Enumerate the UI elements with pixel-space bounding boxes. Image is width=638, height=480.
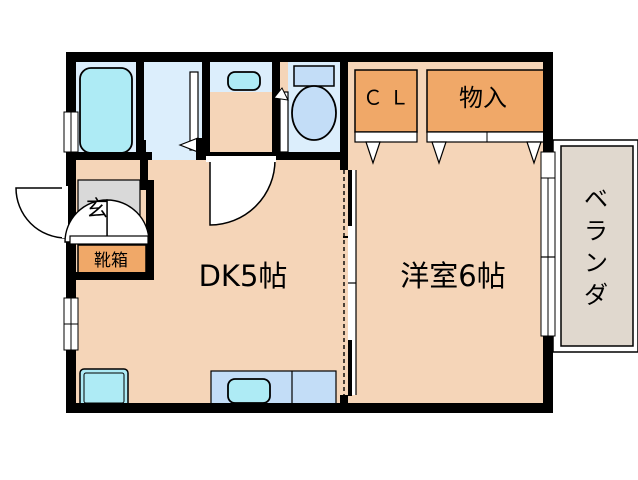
bath-door-jamb bbox=[136, 140, 146, 160]
veranda-label-char-2: ン bbox=[584, 249, 608, 277]
bathtub-icon bbox=[79, 67, 133, 154]
toilet-door bbox=[273, 87, 289, 153]
wall-center-top bbox=[340, 152, 348, 170]
closet-cl-track bbox=[354, 131, 418, 143]
wall-bottom bbox=[66, 403, 553, 413]
wall-toilet-right bbox=[340, 62, 348, 160]
washroom-door-opening bbox=[206, 156, 276, 162]
closet-label-monoire: 物入 bbox=[459, 84, 507, 112]
sliding-door-panel-a bbox=[348, 170, 352, 226]
genkan-threshold bbox=[69, 235, 149, 245]
wall-shoebox-right bbox=[146, 242, 154, 280]
closet-monoire-swing-arrow-left bbox=[431, 141, 447, 165]
veranda-label-char-3: ダ bbox=[584, 281, 608, 309]
genkan-door-left-swing bbox=[64, 199, 108, 243]
windows bbox=[63, 111, 556, 351]
bath-door-jamb-right bbox=[196, 138, 206, 160]
shoe-cabinet-label: 靴箱 bbox=[94, 251, 128, 271]
washer-pan-inner bbox=[83, 372, 125, 404]
veranda-floor bbox=[560, 145, 634, 347]
washroom-door bbox=[206, 156, 276, 226]
genkan-door-right-swing bbox=[106, 199, 150, 243]
wall-top bbox=[66, 52, 553, 62]
wall-center-mark bbox=[343, 236, 348, 238]
veranda-label-char-0: ベ bbox=[584, 185, 608, 213]
entrance-door-swing bbox=[15, 187, 67, 239]
washbasin-icon bbox=[227, 71, 261, 91]
toilet-door-arrow bbox=[273, 87, 289, 101]
genkan-inner-doors bbox=[64, 199, 150, 245]
room-label-dk: DK5帖 bbox=[199, 259, 288, 293]
sliding-door-panel-b bbox=[348, 340, 352, 396]
wall-genkan-left-upper bbox=[66, 160, 74, 188]
veranda-area bbox=[552, 139, 638, 353]
wall-genkan-right bbox=[146, 180, 154, 242]
entrance-door-opening bbox=[62, 186, 68, 238]
wall-bath-divider bbox=[136, 62, 144, 160]
genkan-label: 玄 bbox=[86, 197, 108, 222]
toilet-tank-icon bbox=[293, 65, 335, 87]
wall-under-bath bbox=[66, 152, 152, 160]
entrance-door bbox=[15, 186, 68, 239]
room-label-washitsu: 洋室6帖 bbox=[400, 259, 505, 293]
wall-center-bottom bbox=[340, 395, 348, 413]
veranda-label-char-1: ラ bbox=[584, 217, 608, 245]
window-right-upper bbox=[540, 151, 556, 179]
closet-label-cl: Ｃ Ｌ bbox=[363, 86, 409, 110]
wall-shoebox-bottom bbox=[70, 272, 154, 280]
wall-genkan-right-upper bbox=[140, 160, 148, 190]
closet-cl-swing-arrow bbox=[365, 141, 381, 165]
kitchen-sink-icon bbox=[227, 378, 271, 404]
wall-washroom-left bbox=[202, 62, 210, 160]
bath-entry-door bbox=[136, 71, 206, 160]
closet-monoire-swing-arrow-right bbox=[526, 141, 542, 165]
washroom-door-swing bbox=[209, 159, 276, 226]
toilet-bowl-icon bbox=[291, 85, 337, 141]
toilet-door-panel bbox=[279, 91, 289, 153]
wall-washroom-right bbox=[272, 62, 280, 160]
